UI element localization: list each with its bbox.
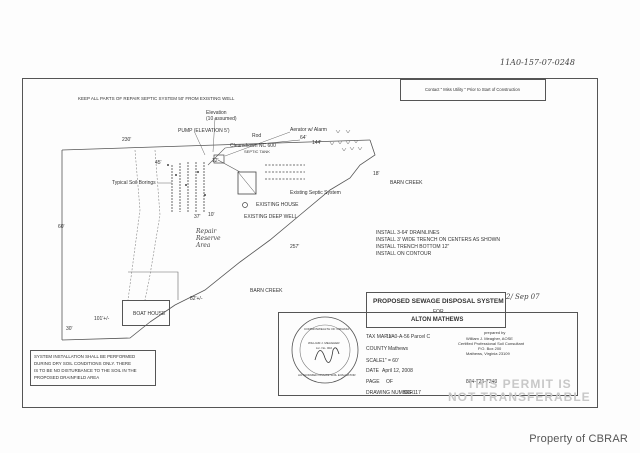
seal-sub: Lic. No. 002 [316, 346, 333, 350]
label-dist-12: 12' [212, 158, 219, 164]
existing-house-shape [237, 171, 257, 195]
tax-map-value: 11A0-A-56 Parcel C [386, 334, 431, 340]
signature [314, 347, 340, 363]
date-value: April 12, 2008 [382, 368, 413, 374]
permit-stamp: THIS PERMIT IS NOT TRANSFERABLE [448, 378, 591, 404]
label-dist-10: 10' [208, 212, 215, 218]
label-dist-230: 230' [122, 137, 132, 143]
title-main: PROPOSED SEWAGE DISPOSAL SYSTEM [373, 298, 504, 305]
driveway [127, 149, 141, 301]
date-label: DATE [366, 368, 379, 374]
property-line-top [61, 139, 371, 151]
contact-note-box: Contact " Miss Utility " Prior to Start … [400, 79, 546, 101]
label-dist-64: 64' [300, 135, 307, 141]
county-value: Mathews [388, 346, 409, 352]
label-existing-house: EXISTING HOUSE [256, 202, 299, 208]
label-existing-septic: Existing Septic System [290, 190, 341, 196]
tax-map-label: TAX MAP # [366, 334, 392, 340]
label-dist-30: 30' [66, 326, 73, 332]
installation-note-4: PROPOSED DRAINFIELD AREA [34, 375, 100, 380]
label-pump: PUMP (ELEVATION 5') [178, 128, 230, 134]
handwritten-id: 11A0-157-07-0248 [500, 58, 575, 67]
installation-note-1: SYSTEM INSTALLATION SHALL BE PERFORMED [34, 354, 136, 359]
seal-name: WILLIAM J. MEAGHER [308, 341, 340, 345]
drawing-sheet [22, 78, 598, 408]
label-septic-tank: SEPTIC TANK [244, 149, 270, 154]
label-elevation: Elevation [206, 110, 227, 116]
label-elevation-sub: (10 assumed) [206, 116, 237, 122]
installation-note-2: DURING DRY SOIL CONDITIONS ONLY. THERE [34, 361, 132, 366]
preparer-box: P.O. Box 200 [478, 346, 502, 351]
install-note-4: INSTALL ON CONTOUR [376, 251, 432, 257]
pump-leader [194, 132, 206, 156]
scale-label: SCALE [366, 358, 383, 364]
shoreline [149, 139, 376, 323]
marsh-symbols [329, 129, 363, 152]
install-note-1: INSTALL 3-64' DRAINLINES [376, 230, 440, 236]
page-label: PAGE [366, 379, 380, 385]
boat-house-path [128, 271, 179, 300]
label-repair-note: Repair Reserve Area [196, 228, 221, 249]
install-note-2: INSTALL 3' WIDE TRENCH ON CENTERS AS SHO… [376, 237, 500, 243]
soil-borings [167, 164, 206, 196]
elevation-leader [212, 117, 216, 153]
label-dist-257: 257' [290, 244, 300, 250]
prepared-by: prepared by [484, 330, 506, 335]
label-dist-101: 101'+/- [94, 316, 110, 322]
handwritten-date: 2/ Sep 07 [506, 293, 540, 301]
house-diagonal [237, 171, 257, 195]
county-label: COUNTY [366, 346, 388, 352]
septic-tank-shape [213, 154, 225, 164]
label-dist-144: 144' [312, 140, 322, 146]
label-dist-45: 45' [155, 160, 162, 166]
seal-bottom-text: AUTHORIZED ONSITE SOIL EVALUATOR [298, 373, 356, 377]
installation-note-3: IS TO BE NO DISTURBANCE TO THE SOIL IN T… [34, 368, 137, 373]
scale-value: 1" = 60' [382, 358, 399, 364]
label-dist-37: 37' [194, 214, 201, 220]
tank-link [217, 159, 241, 173]
seal-outer [291, 316, 359, 384]
existing-well-shape [242, 202, 248, 208]
label-barn-creek-2: BARN CREEK [250, 288, 283, 294]
label-dist-82: 82'+/- [190, 296, 203, 302]
details-box [278, 312, 578, 396]
property-line-bottom [61, 321, 151, 341]
label-barn-creek-1: BARN CREEK [390, 180, 423, 186]
page-value: OF [386, 379, 393, 385]
preparer-phone: 804-725-7348 [466, 379, 498, 385]
label-aerator: Aerator w/ Alarm [290, 127, 327, 133]
driveway-edge [144, 149, 161, 301]
aerator-leader [224, 131, 291, 157]
setback-note: KEEP ALL PARTS OF REPAIR SEPTIC SYSTEM 5… [78, 96, 235, 101]
contact-note: Contact " Miss Utility " Prior to Start … [425, 87, 520, 92]
drawing-label: DRAWING NUMBER [366, 390, 414, 396]
label-soil-borings: Typical Soil Borings [112, 180, 156, 186]
drawing-value: OS-117 [404, 390, 421, 396]
preparer-name: William J. Meagher, AOSE [466, 336, 513, 341]
watermark: Property of CBRAR [529, 433, 628, 445]
pipe-line [207, 139, 301, 166]
label-existing-well: EXISTING DEEP WELL [244, 214, 298, 220]
label-rod: Rod [252, 133, 262, 139]
seal-top-text: COMMONWEALTH OF VIRGINIA [304, 327, 350, 331]
label-dist-18: 18' [373, 171, 380, 177]
permit-stamp-line1: THIS PERMIT IS [466, 377, 572, 391]
install-note-3: INSTALL TRENCH BOTTOM 12" [376, 244, 450, 250]
label-cleanshown: Cleanshown NC 600 [230, 143, 276, 149]
label-dist-60: 60' [58, 224, 65, 230]
preparer-title: Certified Professional Soil Consultant [458, 341, 525, 346]
boat-house-box: BOAT HOUSE [122, 300, 170, 326]
title-owner: ALTON MATHEWS [411, 317, 464, 323]
preparer-city: Mathews, Virginia 23109 [466, 351, 510, 356]
seal-inner [299, 324, 351, 376]
installation-note-box: SYSTEM INSTALLATION SHALL BE PERFORMED D… [30, 350, 156, 386]
label-boat-house: BOAT HOUSE [133, 311, 166, 317]
permit-stamp-line2: NOT TRANSFERABLE [448, 390, 591, 404]
